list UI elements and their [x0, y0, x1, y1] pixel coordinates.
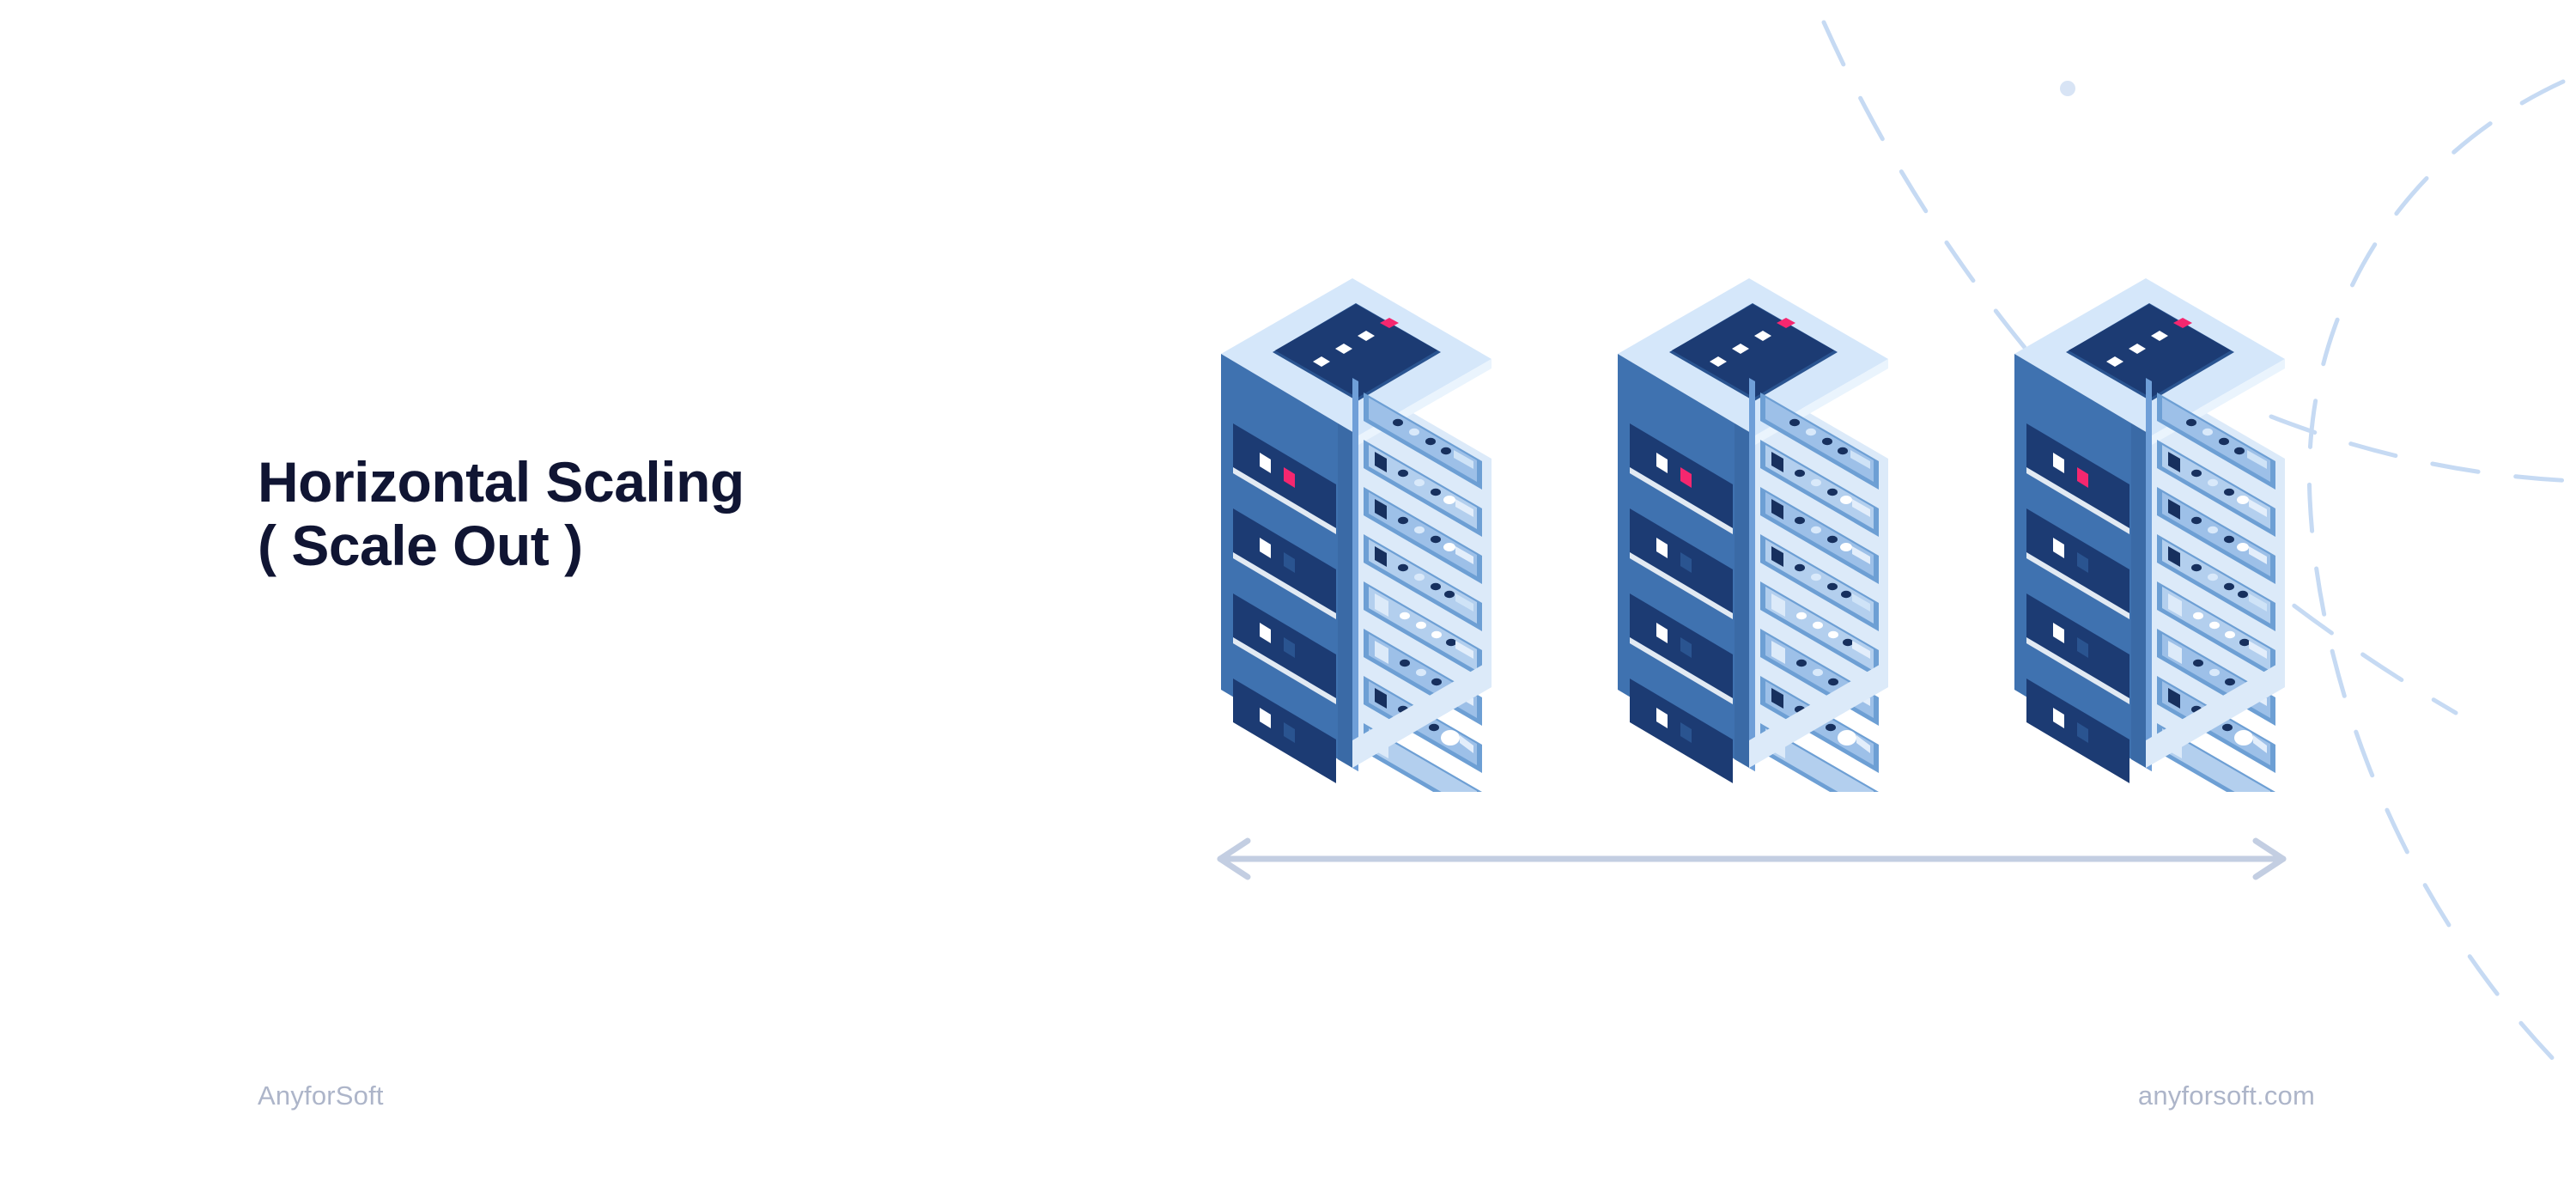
footer-website: anyforsoft.com	[2137, 1080, 2315, 1111]
footer-brand: AnyforSoft	[258, 1080, 384, 1111]
page-title-line-2: ( Scale Out )	[258, 513, 583, 577]
page-title-line-1: Horizontal Scaling	[258, 450, 744, 514]
server-rack-art	[1221, 278, 1492, 792]
server-rack-art	[1618, 278, 1888, 792]
server-rack-art	[2014, 278, 2285, 792]
arrow-head-left	[1217, 837, 1251, 880]
server-rack	[1212, 277, 1496, 792]
server-rack	[1609, 277, 1893, 792]
page-title: Horizontal Scaling ( Scale Out )	[258, 450, 1030, 578]
arrow-head-right	[2252, 837, 2287, 880]
server-rack	[2006, 277, 2289, 792]
horizontal-double-arrow	[1217, 837, 2287, 880]
